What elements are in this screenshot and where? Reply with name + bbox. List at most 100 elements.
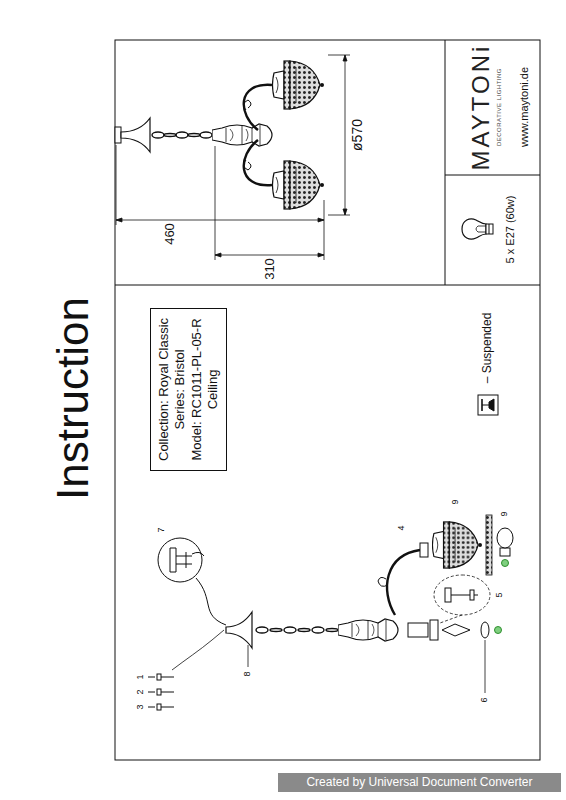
drawing-stroke [172,630,224,670]
drawing-stroke [161,707,174,708]
drawing-stroke [497,528,513,548]
drawing-stroke [226,612,252,648]
suspended-symbol [478,395,498,415]
drawing-stroke [164,134,176,137]
box-text: 5 x E27 (60w) [504,175,518,284]
drawing-stroke [343,55,347,215]
box-text: DECORATIVE LIGHTING [496,40,504,174]
drawing-stroke [324,200,325,260]
drawing-stroke [121,118,150,152]
drawing-stroke [196,578,226,625]
sheet-title: Instruction [48,297,98,500]
drawing-stroke [200,132,212,138]
callout-number: 6 [480,696,490,703]
drawing-stroke [244,85,272,130]
drawing-stroke [244,140,272,185]
box-text: Ceiling [205,318,221,461]
drawing-stroke [148,677,155,678]
drawing-stroke [115,40,540,760]
drawing-stroke [158,538,202,582]
drawing-stroke [152,132,164,138]
drawing-stroke [157,674,161,680]
drawing-stroke [328,55,350,56]
drawing-stroke [470,590,474,600]
exploded-parts [148,515,513,710]
bulb-spec-box: 5 x E27 (60w) [446,175,540,284]
drawing-stroke [502,560,509,567]
callout-number: 5 [495,591,505,598]
drawing-stroke [157,704,161,710]
drawing-stroke [445,175,540,176]
drawing-stroke [495,627,502,634]
brand-logo: MAYTONi [466,40,496,174]
drawing-stroke [148,692,155,693]
drawing-stroke [420,543,428,557]
drawing-stroke [434,575,490,615]
callout-number: 9 [451,498,461,505]
bulb-icon [460,215,496,245]
dimension-label: ø570 [350,118,365,152]
drawing-stroke [116,218,324,222]
box-text: Series: Bristol [172,318,188,461]
drawing-stroke [408,623,428,637]
drawing-stroke [116,220,324,221]
drawing-stroke [489,399,494,411]
callout-number: 9 [500,510,510,517]
drawing-stroke [273,161,325,209]
drawing-stroke [442,624,470,636]
callout-number: 7 [157,526,167,533]
drawing-stroke [256,627,268,633]
drawing-stroke [212,124,272,146]
callout-number: 2 [136,688,146,695]
drawing-stroke [192,552,204,556]
drawing-stroke [188,134,200,137]
model-info-box: Collection: Royal ClassicSeries: Bristol… [150,308,227,471]
drawing-stroke [328,215,350,216]
drawing-stroke [215,255,324,256]
drawing-stroke [284,627,296,633]
drawing-stroke [115,285,540,286]
drawing-stroke [170,548,192,572]
drawing-stroke [161,677,174,678]
drawing-stroke [430,620,438,640]
drawing-stroke [485,640,486,693]
drawing-stroke [215,146,216,260]
callout-number: 8 [243,670,253,677]
drawing-stroke [148,707,155,708]
drawing-stroke [445,588,478,602]
drawing-stroke [152,132,212,138]
drawing-stroke [338,619,398,641]
drawing-stroke [270,629,282,632]
drawing-stroke [432,522,482,568]
drawing-stroke [248,645,249,667]
dimension-label: 460 [163,222,177,246]
drawing-stroke [116,145,117,225]
watermark: Created by Universal Document Converter [278,773,561,792]
drawing-stroke [481,622,489,638]
drawing-stroke [445,588,451,602]
drawing-stroke [115,127,121,143]
drawing-stroke [312,627,324,633]
drawing-stroke [378,577,388,586]
brand-logo-box: MAYTONiDECORATIVE LIGHTING www.maytoni.de [446,40,540,174]
drawing-stroke [387,550,420,615]
drawing-stroke [445,40,446,285]
box-text: Collection: Royal Classic [156,318,172,461]
drawing-stroke [243,100,251,110]
box-text: Model: RC1011-PL-05-R [189,318,205,461]
drawing-stroke [478,395,498,415]
drawing-stroke [298,629,310,632]
drawing-stroke [273,61,325,109]
callout-number: 4 [397,524,407,531]
drawing-stroke [148,674,174,710]
box-text: www.maytoni.de [518,40,532,174]
symbol-label: – Suspended [481,312,494,385]
drawing-stroke [500,548,510,556]
drawing-stroke [486,515,492,575]
drawing-stroke [326,629,338,632]
drawing-stroke [243,160,251,170]
callout-number: 3 [136,703,146,710]
assembled-chandelier [115,61,324,209]
drawing-stroke [157,689,161,695]
